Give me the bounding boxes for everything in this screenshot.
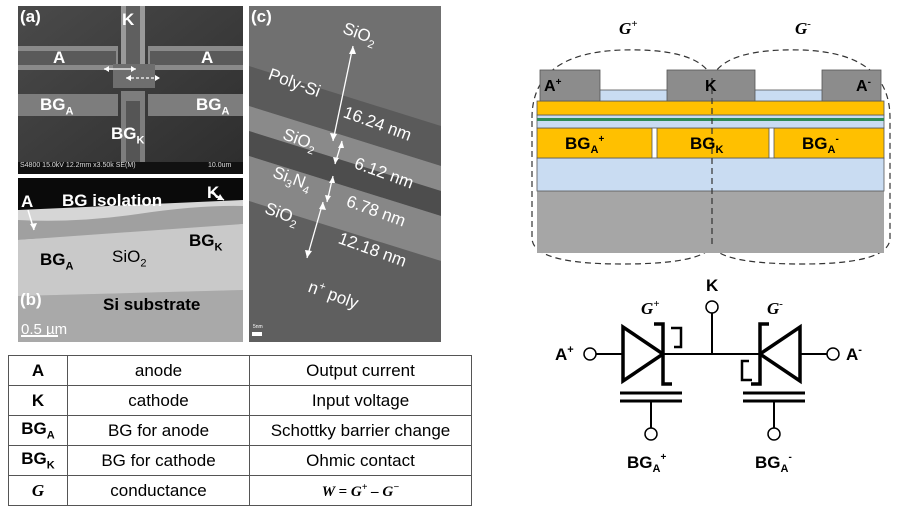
cross-section-image: [18, 178, 243, 342]
table-cell-name: anode: [67, 355, 250, 386]
xs-sio2-label: SiO2: [112, 247, 147, 270]
sem-k-label: K: [122, 10, 135, 29]
poly-channel: [536, 100, 885, 116]
table-cell-name: conductance: [67, 475, 250, 506]
cross-section-panel: A K BG isolation BGA SiO2 BGK (b) Si sub…: [18, 178, 243, 342]
sem-image: [18, 6, 243, 174]
table-cell-name: BG for anode: [67, 415, 250, 446]
sem-width-arrows: [104, 66, 160, 81]
table-row: A anode Output current: [8, 355, 472, 386]
table-row: BGK BG for cathode Ohmic contact: [8, 445, 472, 476]
tem-scale: 5nm: [253, 324, 263, 330]
bga-minus-electrode: [773, 127, 885, 159]
table-cell-symbol: BGA: [8, 415, 68, 446]
bg-plus-terminal: [644, 427, 658, 441]
tem-panel: (c) SiO2 Poly-Si 16.24 nm SiO2 6.12 nm S…: [249, 6, 441, 342]
circuit-bga-minus-label: BGA-: [755, 452, 792, 475]
substrate-layer: [537, 191, 884, 253]
bga-plus-electrode: [536, 127, 653, 159]
device-a-minus-label: A-: [856, 77, 871, 95]
table-cell-role: Input voltage: [249, 385, 472, 416]
circuit-a-plus-label: A+: [555, 344, 574, 364]
sem-info-bar: S4800 15.0kV 12.2mm x3.50k SE(M): [20, 162, 136, 169]
table-cell-symbol: A: [8, 355, 68, 386]
panel-c-label: (c): [251, 7, 272, 26]
diode-plus-bar: [654, 322, 672, 386]
device-diagram: G+ G- A+ K A- BGA+ BGK BGA-: [531, 18, 891, 265]
g-plus-region: [531, 49, 713, 265]
tem-thickness-arrows: [305, 45, 356, 259]
g-minus-region: [711, 49, 891, 265]
g-minus-label: G-: [795, 18, 811, 38]
xs-substrate-label: Si substrate: [103, 295, 201, 314]
cathode-contact: [666, 69, 756, 102]
sem-bga-left-label: BGA: [40, 95, 74, 118]
sem-scale: 10.0um: [208, 162, 232, 169]
diode-plus-hook: [671, 326, 683, 349]
circuit-k-label: K: [706, 276, 719, 295]
circuit-g-plus-label: G+: [641, 298, 660, 318]
circuit-symbol: G+ G- K A+ A- BGA+ BGA-: [555, 276, 862, 475]
sem-panel: (a) K A A BGA BGA BGK S4800 15.0kV 12.2m…: [18, 6, 243, 174]
diode-minus-triangle: [756, 323, 802, 385]
table-cell-role: Output current: [249, 355, 472, 386]
nitride-layer: [537, 118, 884, 121]
a-minus-terminal: [826, 347, 840, 361]
sem-bga-right-label: BGA: [196, 95, 230, 118]
device-bga-plus-label: BGA+: [565, 134, 604, 156]
diode-minus-bar: [751, 322, 769, 386]
a-plus-terminal: [583, 347, 597, 361]
xs-bga-label: BGA: [40, 250, 74, 273]
sem-a-left-label: A: [53, 48, 66, 67]
device-bgk-label: BGK: [690, 134, 724, 156]
xs-k-label: K: [207, 183, 220, 202]
xs-a-label: A: [21, 192, 34, 211]
bg-minus-terminal: [767, 427, 781, 441]
anode-minus-contact: [821, 69, 882, 102]
table-cell-name: BG for cathode: [67, 445, 250, 476]
diode-minus-hook: [740, 359, 752, 382]
table-row: G conductance W = G+ – G−: [8, 475, 472, 506]
diode-plus-triangle: [621, 323, 667, 385]
sem-bgk-label: BGK: [111, 124, 145, 147]
xs-scale-label: 0.5 µm: [21, 321, 68, 338]
circuit-g-minus-label: G-: [767, 298, 783, 318]
buried-oxide-layer: [536, 157, 885, 192]
panel-a-label: (a): [20, 7, 41, 26]
sem-a-right-label: A: [201, 48, 214, 67]
anode-plus-contact: [539, 69, 601, 102]
k-terminal: [705, 300, 719, 314]
table-cell-symbol: BGK: [8, 445, 68, 476]
circuit-a-minus-label: A-: [846, 344, 862, 364]
g-plus-label: G+: [619, 18, 638, 38]
circuit-bga-plus-label: BGA+: [627, 452, 666, 475]
xs-arrows: [21, 191, 225, 337]
panel-b-label: (b): [20, 290, 42, 309]
table-cell-symbol: G: [8, 475, 68, 506]
table-cell-name: cathode: [67, 385, 250, 416]
table-row: K cathode Input voltage: [8, 385, 472, 416]
xs-isolation-label: BG isolation: [62, 191, 163, 210]
device-k-label: K: [705, 78, 717, 95]
gate-oxide-layer: [536, 114, 885, 129]
table-cell-role: Ohmic contact: [249, 445, 472, 476]
table-cell-equation: W = G+ – G−: [249, 475, 472, 506]
device-a-plus-label: A+: [544, 77, 562, 95]
xs-bgk-label: BGK: [189, 231, 223, 254]
table-cell-role: Schottky barrier change: [249, 415, 472, 446]
device-bga-minus-label: BGA-: [802, 134, 839, 156]
tem-image: [249, 6, 441, 342]
terminal-table: A anode Output current K cathode Input v…: [8, 355, 472, 506]
table-row: BGA BG for anode Schottky barrier change: [8, 415, 472, 446]
table-cell-symbol: K: [8, 385, 68, 416]
